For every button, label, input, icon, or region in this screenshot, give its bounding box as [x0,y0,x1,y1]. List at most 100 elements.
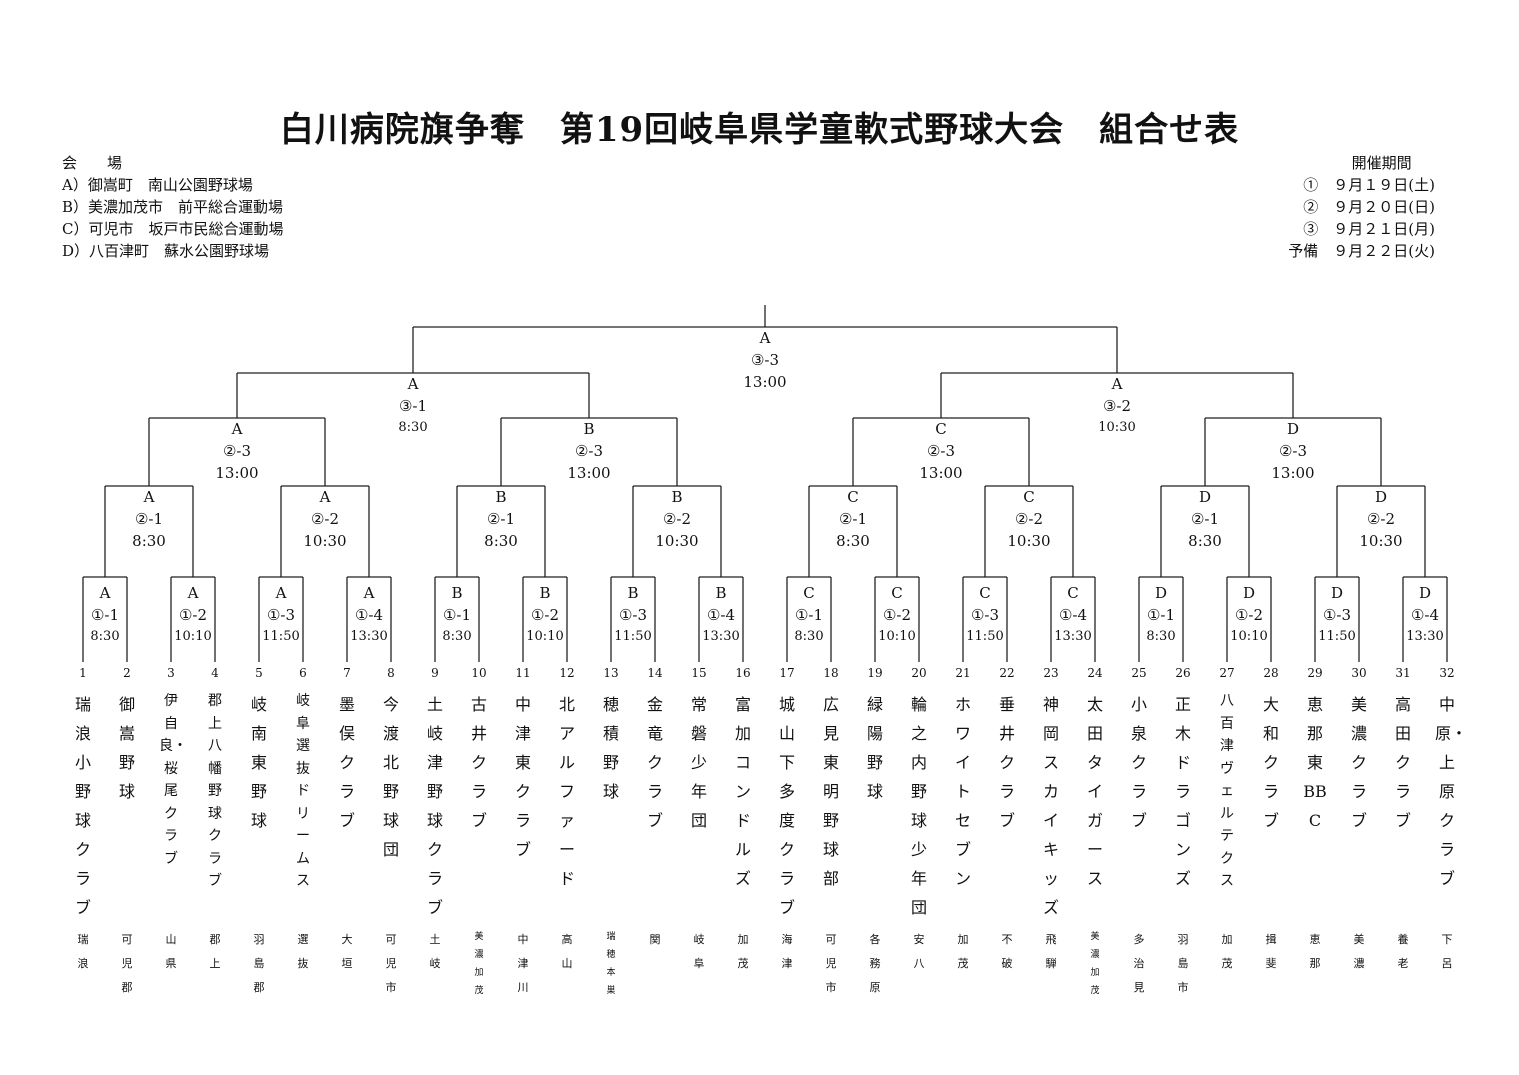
period-item: ② ９月２０日(日) [1303,198,1435,216]
team-name: 常磐少年団 [690,695,707,830]
match-venue: D [1242,584,1256,602]
team-name: 大和クラブ [1262,695,1279,830]
team-region: 養老 [1397,933,1409,970]
match-id: ③-3 [750,351,780,369]
team-number: 1 [79,666,87,680]
match-venue: D [1374,488,1388,506]
match-venue: A [275,584,287,602]
match-venue: A [187,584,199,602]
team-number: 24 [1087,666,1103,680]
venue-heading: 会 場 [62,154,123,172]
team-number: 13 [603,666,619,680]
team-name: 北アルファード [558,695,575,888]
match-time: 13:00 [919,464,963,482]
match-time: 13:30 [350,629,388,644]
match-id: ②-1 [838,510,868,528]
match-time: 10:30 [655,532,699,550]
match-time: 8:30 [1146,629,1176,644]
match-id: ②-1 [486,510,516,528]
team-number: 21 [955,666,971,680]
match-venue: D [1198,488,1212,506]
venue-item: D）八百津町 蘇水公園野球場 [62,242,270,260]
match-id: ③-2 [1102,397,1132,415]
team-number: 20 [911,666,927,680]
match-time: 10:10 [526,629,564,644]
match-time: 10:10 [878,629,916,644]
match-time: 13:00 [567,464,611,482]
team-region: 不破 [1001,933,1013,970]
match-venue: C [1023,488,1035,506]
match-id: ①-3 [618,606,648,624]
team-name: 八百津ヴェルテクス [1220,693,1234,889]
match-id: ②-2 [662,510,692,528]
team-region: 大垣 [341,933,353,970]
team-region: 美濃加茂 [474,932,484,996]
team-number: 23 [1043,666,1059,680]
team-name: 神岡スカイキッズ [1042,695,1059,917]
team-number: 5 [255,666,263,680]
match-time: 10:10 [1230,629,1268,644]
team-name: 小泉クラブ [1130,695,1147,830]
team-region: 羽島市 [1177,933,1189,994]
period-heading: 開催期間 [1351,154,1412,172]
team-region: 羽島郡 [253,933,265,994]
team-name: 太田タイガース [1086,695,1103,888]
match-venue: C [847,488,859,506]
team-region: 高山 [561,933,573,970]
team-region: 岐阜 [693,933,705,970]
team-number: 26 [1175,666,1191,680]
match-time: 8:30 [836,532,870,550]
match-id: ①-2 [530,606,560,624]
match-venue: A [1111,375,1123,393]
team-name: 古井クラブ [470,695,487,830]
team-number: 32 [1439,666,1455,680]
match-id: ①-4 [1410,606,1440,624]
match-venue: D [1154,584,1168,602]
match-time: 8:30 [442,629,472,644]
team-number: 19 [867,666,883,680]
period-list: 開催期間 ① ９月１９日(土) ② ９月２０日(日) ③ ９月２１日(月) 予備… [1288,152,1435,262]
team-name: 今渡北野球団 [382,695,399,859]
team-name: 中原・上原クラブ [1435,695,1468,888]
match-id: ①-1 [90,606,120,624]
team-region: 瑞浪 [77,933,89,970]
team-region: 美濃 [1353,933,1365,970]
match-venue: B [495,488,507,506]
team-name: 郡上八幡野球クラブ [208,693,222,889]
team-region: 美濃加茂 [1090,932,1100,996]
team-number: 31 [1395,666,1411,680]
match-venue: A [319,488,331,506]
match-id: ①-3 [266,606,296,624]
match-venue: C [979,584,991,602]
match-venue: B [583,420,595,438]
match-id: ②-1 [1190,510,1220,528]
team-number: 8 [387,666,395,680]
match-time: 13:30 [702,629,740,644]
match-venue: B [715,584,727,602]
match-venue: C [891,584,903,602]
team-name: 垂井クラブ [998,695,1015,830]
team-region: 下呂 [1441,933,1453,970]
match-venue: A [759,329,771,347]
team-region: 揖斐 [1265,933,1277,970]
match-time: 10:30 [303,532,347,550]
period-item: 予備 ９月２２日(火) [1288,242,1435,260]
team-number: 12 [559,666,575,680]
match-time: 8:30 [90,629,120,644]
team-region: 可児市 [825,933,837,994]
match-venue: C [935,420,947,438]
match-venue: D [1286,420,1300,438]
